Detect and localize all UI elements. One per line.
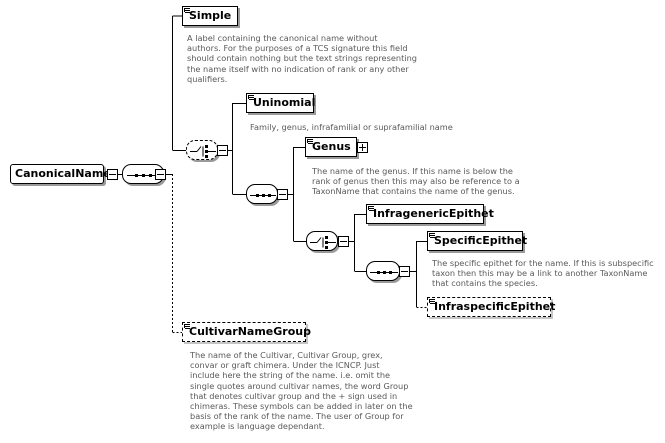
infraspecific-epithet-element[interactable]: InfraspecificEpithet	[427, 297, 555, 317]
choice-icon	[310, 236, 336, 249]
uninomial-element[interactable]: Uninomial	[246, 93, 316, 113]
element-label: InfragenericEpithet	[373, 207, 494, 220]
choice-compositor	[186, 140, 218, 160]
choice-compositor	[306, 231, 338, 251]
genus-doc: The name of the genus. If this name is b…	[312, 166, 520, 197]
expand-toggle[interactable]	[357, 142, 368, 153]
sequence-icon	[250, 194, 276, 197]
element-label: SpecificEpithet	[434, 234, 528, 247]
element-label: CultivarNameGroup	[189, 325, 311, 338]
element-label: Genus	[312, 140, 351, 153]
cultivar-name-group-doc: The name of the Cultivar, Cultivar Group…	[190, 350, 413, 432]
genus-element[interactable]: Genus	[305, 137, 357, 157]
collapse-toggle[interactable]	[107, 169, 118, 180]
simple-doc: A label containing the canonical name wi…	[187, 33, 417, 84]
element-icon	[184, 8, 190, 13]
element-label: CanonicalName	[15, 167, 111, 180]
uninomial-doc: Family, genus, infrafamilial or suprafam…	[250, 122, 453, 132]
sequence-compositor	[246, 184, 278, 204]
specific-epithet-element[interactable]: SpecificEpithet	[427, 231, 527, 251]
element-label: Uninomial	[253, 96, 316, 109]
element-label: InfraspecificEpithet	[434, 300, 556, 313]
sequence-icon	[370, 271, 398, 274]
collapse-toggle[interactable]	[155, 169, 166, 180]
cultivar-name-group-element[interactable]: CultivarNameGroup	[182, 322, 311, 342]
element-icon	[307, 139, 313, 144]
collapse-toggle[interactable]	[217, 145, 228, 156]
element-icon	[429, 299, 435, 304]
element-icon	[248, 95, 254, 100]
infrageneric-epithet-element[interactable]: InfragenericEpithet	[366, 204, 494, 224]
element-icon	[429, 233, 435, 238]
collapse-toggle[interactable]	[277, 189, 288, 200]
collapse-toggle[interactable]	[338, 236, 349, 247]
element-icon	[184, 324, 190, 329]
simple-element[interactable]: Simple	[182, 6, 238, 26]
canonical-name-element[interactable]: CanonicalName	[10, 164, 111, 184]
element-icon	[368, 206, 374, 211]
specific-epithet-doc: The specific epithet for the name. If th…	[432, 258, 654, 289]
collapse-toggle[interactable]	[399, 266, 410, 277]
element-label: Simple	[189, 9, 232, 22]
choice-icon	[190, 145, 216, 158]
sequence-compositor	[366, 261, 400, 281]
